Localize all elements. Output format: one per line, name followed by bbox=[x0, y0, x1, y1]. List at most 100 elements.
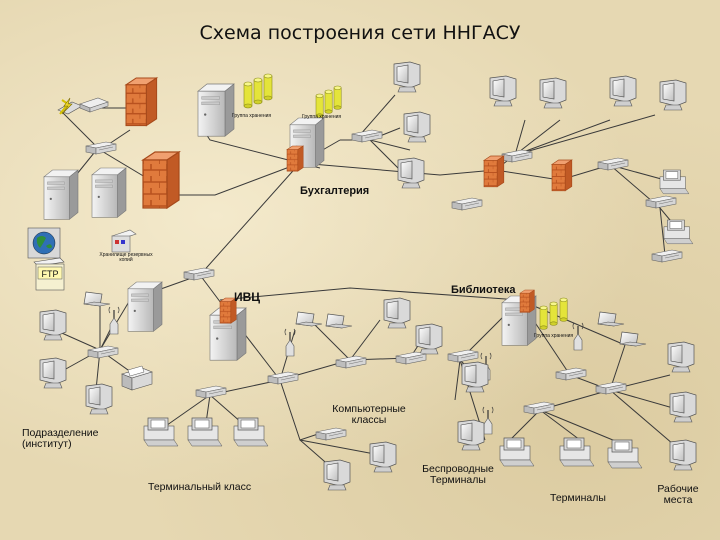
subdivision-line2: (институт) bbox=[22, 438, 72, 451]
ftp-label: FTP bbox=[42, 269, 59, 279]
terminal-icon bbox=[663, 219, 694, 245]
monitor-icon bbox=[669, 439, 697, 471]
firewall-icon bbox=[142, 151, 180, 209]
modem-icon bbox=[79, 97, 109, 113]
switch-icon bbox=[645, 195, 677, 209]
terminal-icon bbox=[499, 437, 535, 467]
monitor-icon bbox=[369, 441, 397, 473]
switch-icon bbox=[451, 197, 483, 211]
switch-icon bbox=[195, 385, 227, 399]
wireless-terminals-line2: Терминалы bbox=[430, 474, 486, 487]
wireless-antenna-icon bbox=[572, 322, 584, 351]
switch-icon bbox=[87, 345, 119, 359]
monitor-icon bbox=[39, 357, 67, 389]
terminal-icon bbox=[233, 417, 269, 447]
switch-icon bbox=[335, 355, 367, 369]
storage-group-label: Группа хранения bbox=[232, 113, 272, 119]
monitor-icon bbox=[415, 323, 443, 355]
tape-library-icon bbox=[111, 229, 137, 253]
firewall-icon bbox=[125, 77, 158, 127]
firewall-icon bbox=[519, 289, 535, 313]
terminal-icon bbox=[659, 169, 690, 195]
terminal-icon bbox=[559, 437, 595, 467]
monitor-icon bbox=[39, 309, 67, 341]
switch-icon bbox=[315, 427, 347, 441]
storage-icon bbox=[253, 77, 263, 105]
accounting-label: Бухгалтерия bbox=[300, 185, 370, 197]
monitor-icon bbox=[85, 383, 113, 415]
monitor-icon bbox=[539, 77, 567, 109]
storage-icon bbox=[549, 301, 558, 326]
storage-icon bbox=[539, 305, 548, 330]
switch-icon bbox=[651, 249, 683, 263]
server-icon bbox=[197, 83, 235, 137]
terminal-class-label: Терминальный класс bbox=[148, 481, 252, 493]
archive-label: Хранилище резервных копий bbox=[96, 253, 156, 263]
monitor-icon bbox=[461, 361, 489, 393]
terminal-icon bbox=[143, 417, 179, 447]
storage-icon bbox=[559, 297, 568, 322]
monitor-icon bbox=[457, 419, 485, 451]
server-icon bbox=[127, 281, 163, 332]
terminal-icon bbox=[607, 439, 643, 469]
ivc-label: ИВЦ bbox=[234, 290, 261, 304]
storage-icon bbox=[243, 81, 253, 109]
switch-icon bbox=[85, 141, 117, 155]
laptop-icon bbox=[295, 311, 323, 327]
laptop-icon bbox=[619, 331, 647, 347]
firewall-icon bbox=[286, 145, 304, 172]
workplaces-line1: Рабочие bbox=[657, 483, 699, 495]
monitor-icon bbox=[489, 75, 517, 107]
page-title: Схема построения сети ННГАСУ bbox=[199, 22, 521, 44]
switch-icon bbox=[183, 267, 215, 281]
ftp-icon: FTP bbox=[33, 257, 65, 291]
monitor-icon bbox=[609, 75, 637, 107]
computer-classes-line1: Компьютерные bbox=[332, 403, 406, 415]
monitor-icon bbox=[667, 341, 695, 373]
switch-icon bbox=[351, 129, 383, 143]
monitor-icon bbox=[323, 459, 351, 491]
switch-icon bbox=[447, 349, 479, 363]
storage-icon bbox=[333, 85, 342, 110]
laptop-icon bbox=[83, 291, 111, 307]
switch-icon bbox=[267, 371, 299, 385]
switch-icon bbox=[555, 367, 587, 381]
storage-group-label: Группа хранения bbox=[302, 114, 342, 120]
workplaces-label: Рабочие места bbox=[650, 483, 706, 506]
terminals-label: Терминалы bbox=[550, 492, 606, 504]
wireless-terminals-label: Беспроводные Терминалы bbox=[420, 463, 496, 487]
switch-icon bbox=[595, 381, 627, 395]
computer-classes-line2: классы bbox=[351, 414, 387, 427]
terminal-icon bbox=[187, 417, 223, 447]
library-label: Библиотека bbox=[451, 284, 516, 296]
switch-icon bbox=[523, 401, 555, 415]
server-icon bbox=[43, 169, 79, 220]
monitor-icon bbox=[403, 111, 431, 143]
subdivision-label: Подразделение (институт) bbox=[22, 427, 99, 451]
wireless-antenna-icon bbox=[482, 406, 494, 435]
monitor-icon bbox=[397, 157, 425, 189]
monitor-icon bbox=[669, 391, 697, 423]
wireless-antenna-icon bbox=[284, 328, 296, 357]
globe-icon bbox=[27, 227, 61, 259]
printer-icon bbox=[121, 365, 153, 391]
firewall-icon bbox=[483, 155, 505, 188]
firewall-icon bbox=[551, 159, 573, 192]
switch-icon bbox=[395, 351, 427, 365]
computer-classes-label: Компьютерные классы bbox=[324, 403, 414, 427]
monitor-icon bbox=[383, 297, 411, 329]
subdivision-line1: Подразделение bbox=[22, 427, 99, 439]
archive-label-line2: копий bbox=[119, 257, 133, 263]
lightning-icon bbox=[61, 97, 73, 115]
archive-label-line1: Хранилище резервных bbox=[99, 252, 153, 258]
satellite-icon bbox=[57, 99, 83, 115]
wireless-terminals-line1: Беспроводные bbox=[422, 463, 494, 475]
storage-icon bbox=[263, 73, 273, 101]
monitor-icon bbox=[659, 79, 687, 111]
laptop-icon bbox=[597, 311, 625, 327]
monitor-icon bbox=[393, 61, 421, 93]
laptop-icon bbox=[325, 313, 353, 329]
storage-icon bbox=[324, 89, 333, 114]
